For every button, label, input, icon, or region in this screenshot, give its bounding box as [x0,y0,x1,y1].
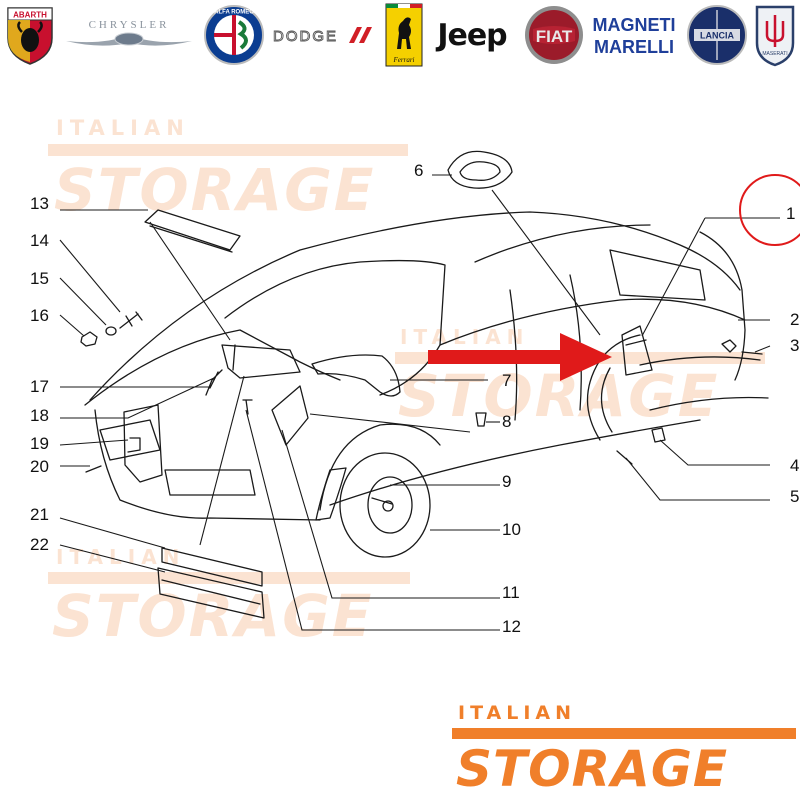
lancia-logo: LANCIA [684,2,750,68]
callout-9: 9 [502,472,512,491]
part-1-mudflap [621,325,653,376]
watermark-big-2: STORAGE [398,362,720,430]
watermark-small-1: ITALIAN [56,116,190,140]
part-6-seal [447,150,513,189]
italian-storage-logo-rule [452,728,796,739]
callout-16: 16 [30,306,49,325]
callout-18: 18 [30,406,49,425]
part-20-screw [85,465,102,473]
watermark-big-1: STORAGE [54,156,376,224]
part-22-strip [157,567,265,619]
car-headlight [99,419,161,461]
part-9-screw [371,497,393,505]
alfa-romeo-logo: ALFA ROMEO [200,2,268,68]
callout-11: 11 [502,583,520,602]
part-12-screw [242,399,253,415]
car-roof-line [89,211,741,401]
part-7-shroud [311,354,401,397]
part-18-shield [123,404,163,483]
callout-20: 20 [30,457,49,476]
svg-text:ALFA ROMEO: ALFA ROMEO [214,10,254,16]
svg-text:MARELLI: MARELLI [594,37,674,57]
part-17-bracket [221,344,301,379]
watermark-big-3: STORAGE [52,582,374,650]
car-rear-light [609,249,706,301]
highlight-arrow [428,333,612,381]
callout-13: 13 [30,194,49,213]
part-16-nut [80,331,98,347]
front-mudflap [315,467,347,521]
part-3-screw [741,351,763,355]
maserati-logo: MASERATI [752,2,798,68]
callout-21: 21 [30,505,49,524]
svg-text:FIAT: FIAT [536,27,573,46]
callout-17: 17 [30,377,49,396]
callout-10: 10 [502,520,521,539]
front-wheel [339,452,431,558]
callout-8: 8 [502,412,512,431]
svg-text:MASERATI: MASERATI [762,51,787,57]
chrysler-logo: CHRYSLER [62,2,196,68]
callout-5: 5 [790,487,800,506]
callout-7: 7 [502,371,512,390]
callout-22: 22 [30,535,49,554]
callout-15: 15 [30,269,49,288]
svg-text:CHRYSLER: CHRYSLER [89,19,170,31]
svg-text:DODGE: DODGE [273,28,338,45]
italian-storage-logo: ITALIAN STORAGE [452,700,798,798]
callout-1: 1 [786,204,796,223]
car-rear-bumper-line [639,356,769,411]
watermark-rule-1 [48,144,408,156]
magneti-marelli-logo: MAGNETI MARELLI [588,2,680,68]
part-15-washer [105,326,117,336]
part-14-bolt [119,311,143,329]
callout-12: 12 [502,617,521,636]
svg-text:Ferrari: Ferrari [393,56,415,64]
car-rear-panel [699,231,746,381]
part-11-bracket [271,385,309,446]
callout-4: 4 [790,456,800,475]
callout-14: 14 [30,231,49,250]
part-4-clip [651,427,666,443]
leader-lines [59,174,780,631]
car-hood [84,329,341,406]
part-13-shape [144,209,241,253]
part-21-strip [161,547,263,587]
car-sill [329,419,701,506]
italian-storage-logo-big: STORAGE [456,740,729,798]
callout-3: 3 [790,336,800,355]
ferrari-logo: Ferrari [384,2,424,68]
svg-text:MAGNETI: MAGNETI [593,15,676,35]
svg-text:ABARTH: ABARTH [13,11,47,20]
abarth-logo: ABARTH [2,2,58,68]
svg-text:LANCIA: LANCIA [700,31,734,41]
car-side-line [439,298,746,346]
callout-6: 6 [414,161,424,180]
highlight-circle [739,174,800,246]
jeep-logo: Jeep [437,17,507,53]
brand-logo-strip: ABARTH CHRYSLER ALFA ROMEO [0,0,800,72]
car-windshield [224,259,446,396]
car-front-lower [94,409,321,521]
car-rear-window-base [474,224,651,263]
car-grille [164,469,256,496]
dodge-logo: DODGE [270,2,378,68]
callout-2: 2 [790,310,800,329]
italian-storage-logo-small: ITALIAN [458,702,577,724]
callout-19: 19 [30,434,49,453]
front-wheel-arch [319,423,441,511]
fiat-logo: FIAT [522,2,586,68]
part-8-clip [475,412,487,427]
part-2-nut [721,339,737,353]
